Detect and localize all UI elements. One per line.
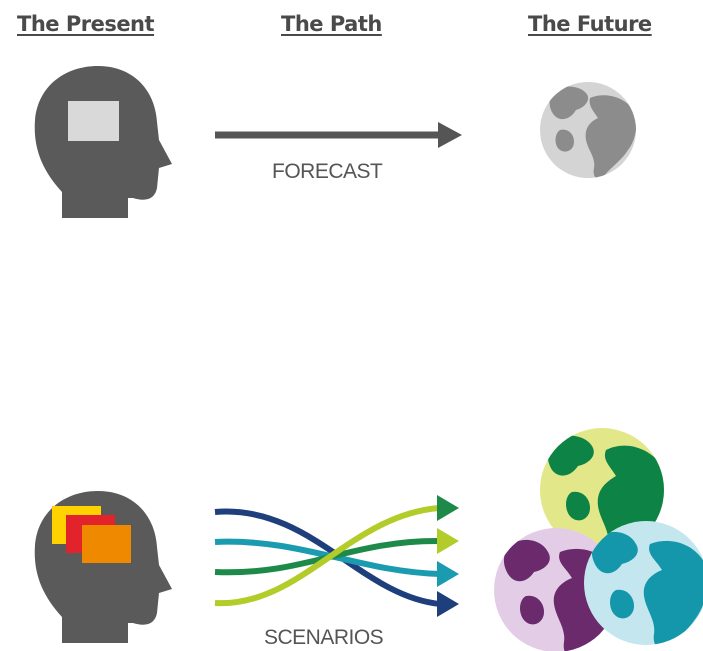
header-the-path: The Path bbox=[281, 12, 382, 36]
header-the-present: The Present bbox=[17, 12, 155, 36]
forecast-arrow-icon bbox=[215, 122, 462, 148]
header-the-future: The Future bbox=[528, 12, 652, 36]
scenario-arrows-icon bbox=[214, 495, 459, 617]
forecast-label: FORECAST bbox=[272, 160, 383, 183]
forecast-screen-icon bbox=[68, 101, 119, 141]
forecast-head-icon bbox=[34, 66, 173, 218]
gray-globe-icon bbox=[540, 82, 636, 178]
teal-globe-icon bbox=[584, 521, 703, 645]
scenarios-label: SCENARIOS bbox=[264, 626, 384, 649]
scenario-card-orange-icon bbox=[82, 525, 131, 563]
scenario-head-icon bbox=[34, 491, 173, 643]
